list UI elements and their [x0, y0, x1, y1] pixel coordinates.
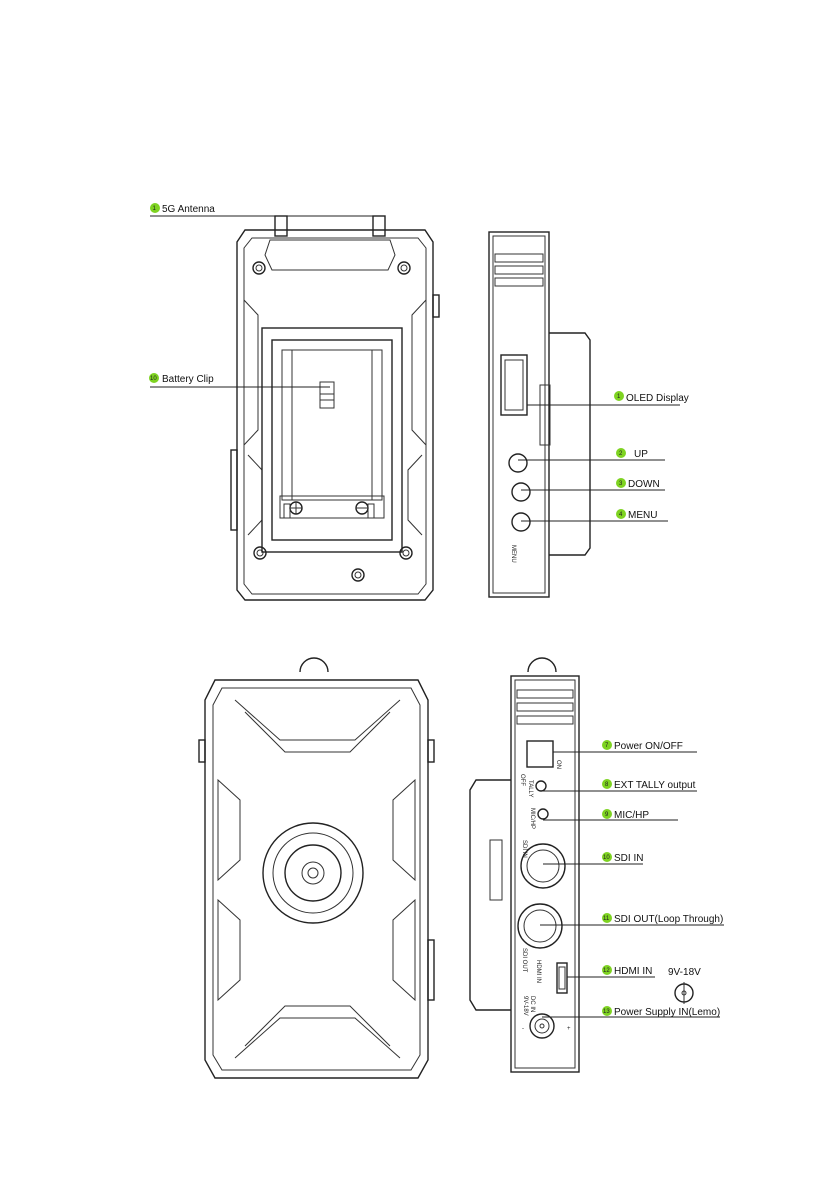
- polarity-symbol: 9V-18V: [668, 967, 701, 1004]
- svg-text:10: 10: [150, 376, 157, 382]
- callout-label-menu: MENU: [628, 510, 657, 521]
- menu-engraving: MENU: [510, 545, 516, 563]
- sdi-in-engraving: SDI IN: [521, 840, 527, 858]
- hdmi-engraving: HDMI IN: [535, 960, 541, 983]
- plus-engraving: +: [567, 1026, 571, 1032]
- power-switch[interactable]: [527, 741, 553, 767]
- callout-down: 3 DOWN: [616, 478, 660, 490]
- callout-label-hdmi: HDMI IN: [614, 966, 652, 977]
- callout-label-battery: Battery Clip: [162, 374, 214, 385]
- callout-label-tally: EXT TALLY output: [614, 780, 696, 791]
- callout-menu: 4 MENU: [616, 509, 657, 521]
- dc-range-engraving: 9V-18V: [522, 996, 528, 1016]
- sdi-out-engraving: SDI OUT: [521, 948, 527, 973]
- callout-label-sdiin: SDI IN: [614, 853, 643, 864]
- callout-label-psu: Power Supply IN(Lemo): [614, 1007, 720, 1018]
- minus-engraving: -: [522, 1026, 524, 1032]
- tally-port[interactable]: [536, 781, 546, 791]
- vent-grille: [495, 254, 543, 286]
- mic-port[interactable]: [538, 809, 548, 819]
- callout-hdmi: 12 HDMI IN: [602, 965, 652, 977]
- lemo-connector[interactable]: [530, 1014, 554, 1038]
- callout-sdiout: 11 SDI OUT(Loop Through): [602, 913, 723, 925]
- svg-text:12: 12: [603, 968, 610, 974]
- callout-psu: 13 Power Supply IN(Lemo): [602, 1006, 720, 1018]
- callout-oled: 1 OLED Display: [614, 391, 689, 404]
- callout-label-down: DOWN: [628, 479, 660, 490]
- callout-mic: 9 MIC/HP: [602, 809, 649, 821]
- callout-label-antenna: 5G Antenna: [162, 204, 215, 215]
- up-button[interactable]: [509, 454, 527, 472]
- callout-up: 2 UP: [616, 448, 648, 460]
- leader-lines: [150, 216, 724, 1017]
- side-view-bottom: ON OFF TALLY MIC/HP SDI IN SDI OUT HDMI …: [470, 658, 579, 1072]
- callout-battery: 10 Battery Clip: [149, 373, 214, 385]
- menu-button[interactable]: [512, 513, 530, 531]
- svg-text:11: 11: [603, 916, 610, 922]
- callout-tally: 8 EXT TALLY output: [602, 779, 696, 791]
- callout-sdiin: 10 SDI IN: [602, 852, 643, 864]
- voltage-note: 9V-18V: [668, 967, 701, 978]
- callout-label-oled: OLED Display: [626, 393, 689, 404]
- off-engraving: OFF: [519, 774, 525, 786]
- callout-label-mic: MIC/HP: [614, 810, 649, 821]
- dc-in-engraving: DC IN: [529, 996, 535, 1012]
- callout-label-up: UP: [634, 449, 648, 460]
- svg-text:10: 10: [603, 855, 610, 861]
- mic-engraving: MIC/HP: [529, 808, 535, 829]
- svg-text:13: 13: [603, 1009, 610, 1015]
- sdi-out-connector[interactable]: [518, 904, 562, 948]
- callout-power: 7 Power ON/OFF: [602, 740, 683, 752]
- rear-view-top: [231, 216, 439, 600]
- callout-label-power: Power ON/OFF: [614, 741, 683, 752]
- down-button[interactable]: [512, 483, 530, 501]
- vent-grille-bottom: [517, 690, 573, 724]
- callout-antenna: 1 5G Antenna: [150, 203, 215, 215]
- callout-label-sdiout: SDI OUT(Loop Through): [614, 914, 723, 925]
- rear-view-bottom: [199, 658, 434, 1078]
- on-engraving: ON: [555, 760, 561, 769]
- side-view-top: MENU: [489, 232, 590, 597]
- tally-engraving: TALLY: [527, 780, 533, 797]
